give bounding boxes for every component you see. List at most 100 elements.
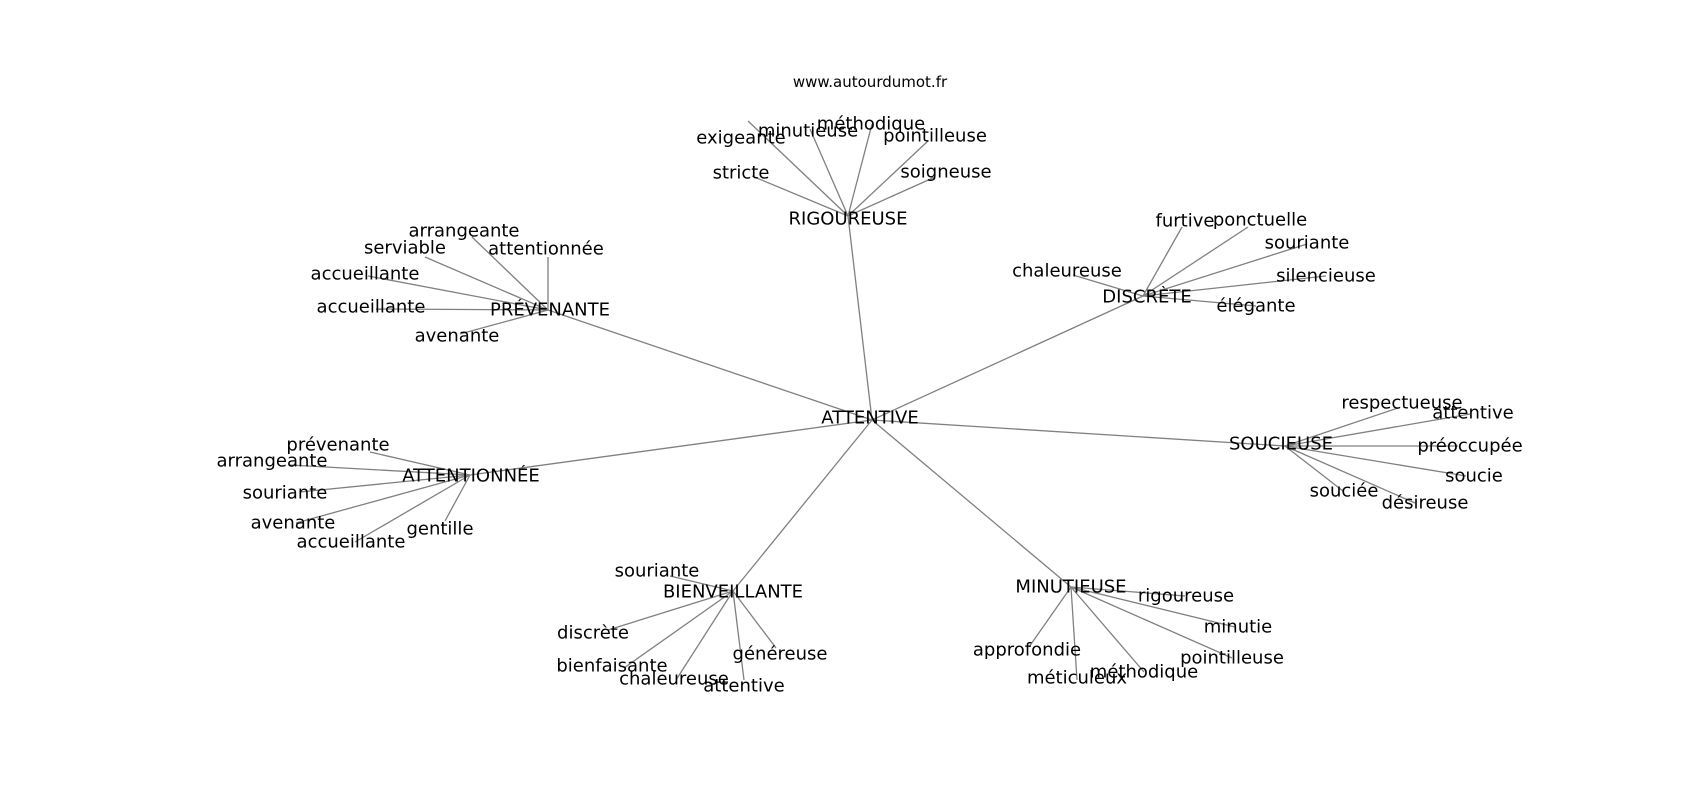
edge-minutieuse-word-4 <box>1070 586 1145 673</box>
edge-attentionnee-word-1 <box>289 464 471 476</box>
word-node-prevenante-4: accueillante <box>317 297 426 318</box>
edge-bienveillante-word-1 <box>607 590 734 631</box>
edge-prevenante-word-1 <box>424 256 549 311</box>
word-node-rigoureuse-3: pointilleuse <box>883 126 987 147</box>
edge-center-rigoureuse <box>847 215 873 421</box>
edge-soucieuse-word-0 <box>1284 407 1399 447</box>
word-node-attentionnee-3: avenante <box>251 513 336 534</box>
edge-minutieuse-word-2 <box>1028 586 1072 648</box>
word-node-bienveillante-1: discrète <box>557 623 629 644</box>
edge-minutieuse-word-0 <box>1070 586 1186 597</box>
word-node-soucieuse-1: attentive <box>1432 403 1513 424</box>
word-node-bienveillante-3: chaleureuse <box>619 669 729 690</box>
edge-bienveillante-word-2 <box>623 590 734 669</box>
edge-minutieuse-word-5 <box>1070 586 1233 659</box>
edge-discrete-word-1 <box>1142 226 1249 297</box>
edge-bienveillante-word-3 <box>675 590 734 681</box>
source-credit: www.autourdumot.fr <box>793 73 948 91</box>
group-node-attentionnee: ATTENTIONNÉE <box>402 465 540 487</box>
edge-prevenante-word-5 <box>459 309 549 335</box>
word-node-attentionnee-1: arrangeante <box>216 451 327 472</box>
group-node-prevenante: PRÉVENANTE <box>490 299 610 321</box>
word-node-soucieuse-5: désireuse <box>1382 493 1469 514</box>
word-node-discrete-5: élégante <box>1216 296 1295 317</box>
word-node-minutieuse-3: méticuleux <box>1027 668 1127 689</box>
edge-attentionnee-word-2 <box>299 474 471 493</box>
group-node-discrete: DISCRÈTE <box>1102 286 1191 308</box>
word-node-rigoureuse-1: minutieuse <box>758 121 858 142</box>
word-node-minutieuse-1: minutie <box>1204 617 1272 638</box>
word-node-attentionnee-5: gentille <box>406 519 473 540</box>
word-node-discrete-4: silencieuse <box>1276 266 1376 287</box>
word-node-minutieuse-5: pointilleuse <box>1180 648 1284 669</box>
edge-minutieuse-word-3 <box>1070 586 1078 681</box>
edge-rigoureuse-word-5 <box>847 176 936 217</box>
word-node-soucieuse-0: respectueuse <box>1341 393 1462 414</box>
edge-attentionnee-word-0 <box>369 451 471 476</box>
edge-minutieuse-word-1 <box>1070 586 1236 628</box>
word-node-soucieuse-4: souciée <box>1310 481 1379 502</box>
edge-rigoureuse-word-4 <box>751 175 849 217</box>
word-node-bienveillante-2: bienfaisante <box>556 656 667 677</box>
edge-soucieuse-word-5 <box>1284 445 1416 504</box>
edge-rigoureuse-word-0 <box>747 120 849 217</box>
word-node-soucieuse-2: préoccupée <box>1417 436 1522 457</box>
word-node-prevenante-0: arrangeante <box>408 221 519 242</box>
edge-bienveillante-word-5 <box>732 590 777 649</box>
group-node-minutieuse: MINUTIEUSE <box>1015 577 1126 598</box>
edge-rigoureuse-word-2 <box>847 123 873 217</box>
word-node-rigoureuse-0: exigeante <box>696 128 785 149</box>
word-node-discrete-2: souriante <box>1265 233 1350 254</box>
edge-center-discrete <box>871 295 1144 421</box>
word-node-prevenante-1: serviable <box>364 238 446 259</box>
edge-bienveillante-word-0 <box>669 575 734 592</box>
group-node-rigoureuse: RIGOUREUSE <box>789 209 908 230</box>
word-node-rigoureuse-5: soigneuse <box>900 162 991 183</box>
word-node-attentionnee-4: accueillante <box>297 532 406 553</box>
center-node-label: ATTENTIVE <box>821 408 918 429</box>
edge-rigoureuse-word-3 <box>847 140 929 217</box>
word-node-discrete-0: furtive <box>1156 211 1215 232</box>
word-node-rigoureuse-4: stricte <box>713 163 770 184</box>
edge-center-soucieuse <box>871 419 1286 447</box>
word-node-soucieuse-3: soucie <box>1445 466 1503 487</box>
word-node-prevenante-2: attentionnée <box>488 239 604 260</box>
group-node-bienveillante: BIENVEILLANTE <box>663 582 803 603</box>
edge-discrete-word-2 <box>1142 243 1308 297</box>
group-node-soucieuse: SOUCIEUSE <box>1229 434 1333 455</box>
edge-prevenante-word-0 <box>471 236 549 311</box>
edges-layer <box>289 120 1471 681</box>
edge-center-prevenante <box>547 309 873 421</box>
edge-attentionnee-word-3 <box>295 474 471 524</box>
word-node-minutieuse-0: rigoureuse <box>1138 586 1234 607</box>
edge-attentionnee-word-4 <box>354 474 471 543</box>
edge-rigoureuse-word-1 <box>809 128 849 217</box>
word-node-bienveillante-4: attentive <box>703 676 784 697</box>
edge-prevenante-word-4 <box>375 308 549 311</box>
word-node-minutieuse-2: approfondie <box>973 640 1081 661</box>
edge-center-bienveillante <box>732 419 873 592</box>
edge-center-attentionnee <box>469 419 873 476</box>
edge-bienveillante-word-4 <box>732 590 745 681</box>
edge-discrete-word-4 <box>1142 275 1327 297</box>
word-node-rigoureuse-2: méthodique <box>817 114 925 135</box>
edge-prevenante-word-3 <box>367 275 549 311</box>
edge-discrete-word-5 <box>1142 295 1257 307</box>
edge-soucieuse-word-1 <box>1284 413 1471 447</box>
edge-discrete-word-0 <box>1142 226 1183 297</box>
word-node-minutieuse-4: méthodique <box>1090 662 1198 683</box>
word-node-prevenante-5: avenante <box>415 326 500 347</box>
edge-discrete-word-3 <box>1072 274 1144 297</box>
word-node-attentionnee-2: souriante <box>243 483 328 504</box>
word-node-bienveillante-5: généreuse <box>733 644 828 665</box>
word-node-bienveillante-0: souriante <box>615 561 700 582</box>
word-node-discrete-3: chaleureuse <box>1012 261 1122 282</box>
labels-layer: ATTENTIVERIGOUREUSEexigeanteminutieusemé… <box>216 114 1522 697</box>
word-node-prevenante-3: accueillante <box>311 264 420 285</box>
word-node-discrete-1: ponctuelle <box>1213 210 1307 231</box>
edge-soucieuse-word-4 <box>1284 445 1344 492</box>
edge-center-minutieuse <box>871 419 1072 588</box>
word-node-attentionnee-0: prévenante <box>286 435 389 456</box>
edge-soucieuse-word-3 <box>1284 445 1467 477</box>
